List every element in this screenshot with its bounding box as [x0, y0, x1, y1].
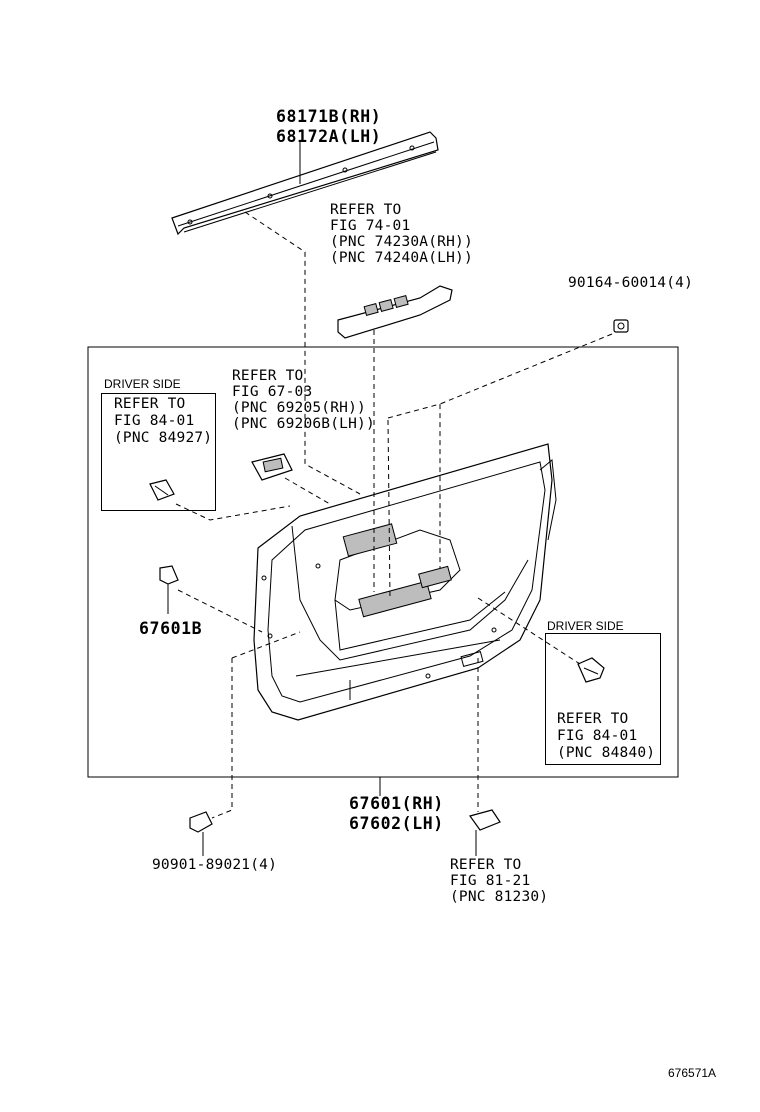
driver-side-right-label: DRIVER SIDE: [547, 619, 624, 633]
handle-ref-line4: (PNC 69206B(LH)): [232, 416, 375, 432]
main-frame: [87, 346, 679, 778]
screw-label: 90164-60014(4): [568, 275, 694, 291]
handle-ref-line2: FIG 67-03: [232, 384, 313, 400]
handle-ref-line1: REFER TO: [232, 368, 304, 384]
switch-ref-line2: FIG 74-01: [330, 218, 411, 234]
lamp-ref-line1: REFER TO: [450, 857, 522, 873]
right-box-ref-line3: (PNC 84840): [557, 745, 656, 761]
clip-bottom: [189, 811, 213, 856]
panel-label-lh: 67602(LH): [349, 814, 444, 833]
door-trim-panel: [253, 443, 557, 721]
left-box-ref-line3: (PNC 84927): [114, 430, 213, 446]
switch-ref-line4: (PNC 74240A(LH)): [330, 250, 473, 266]
lamp-ref-line3: (PNC 81230): [450, 889, 549, 905]
driver-side-right-box: [545, 633, 661, 765]
clip-67601b-label: 67601B: [139, 619, 203, 638]
driver-side-left-box: [101, 393, 216, 511]
lamp-ref-line2: FIG 81-21: [450, 873, 531, 889]
clip-67601b: [159, 565, 179, 614]
figure-id: 676571A: [668, 1066, 717, 1080]
switch-ref-line3: (PNC 74230A(RH)): [330, 234, 473, 250]
moulding-label-lh: 68172A(LH): [276, 127, 382, 146]
left-box-ref-line1: REFER TO: [114, 396, 186, 412]
right-box-ref-line1: REFER TO: [557, 711, 629, 727]
screw: [613, 319, 629, 333]
courtesy-lamp: [469, 809, 501, 856]
moulding-label-rh: 68171B(RH): [276, 107, 382, 126]
right-box-ref-line2: FIG 84-01: [557, 728, 638, 744]
left-box-ref-line2: FIG 84-01: [114, 413, 195, 429]
driver-side-left-label: DRIVER SIDE: [104, 377, 181, 391]
dashed-leaders: [175, 211, 613, 819]
inside-handle: [251, 453, 293, 481]
clip-bottom-label: 90901-89021(4): [152, 857, 278, 873]
window-switch: [337, 285, 453, 339]
handle-ref-line3: (PNC 69205(RH)): [232, 400, 366, 416]
switch-ref-line1: REFER TO: [330, 202, 402, 218]
panel-label-rh: 67601(RH): [349, 794, 444, 813]
driver-switch-right: [577, 657, 605, 683]
driver-switch-left: [149, 479, 175, 501]
